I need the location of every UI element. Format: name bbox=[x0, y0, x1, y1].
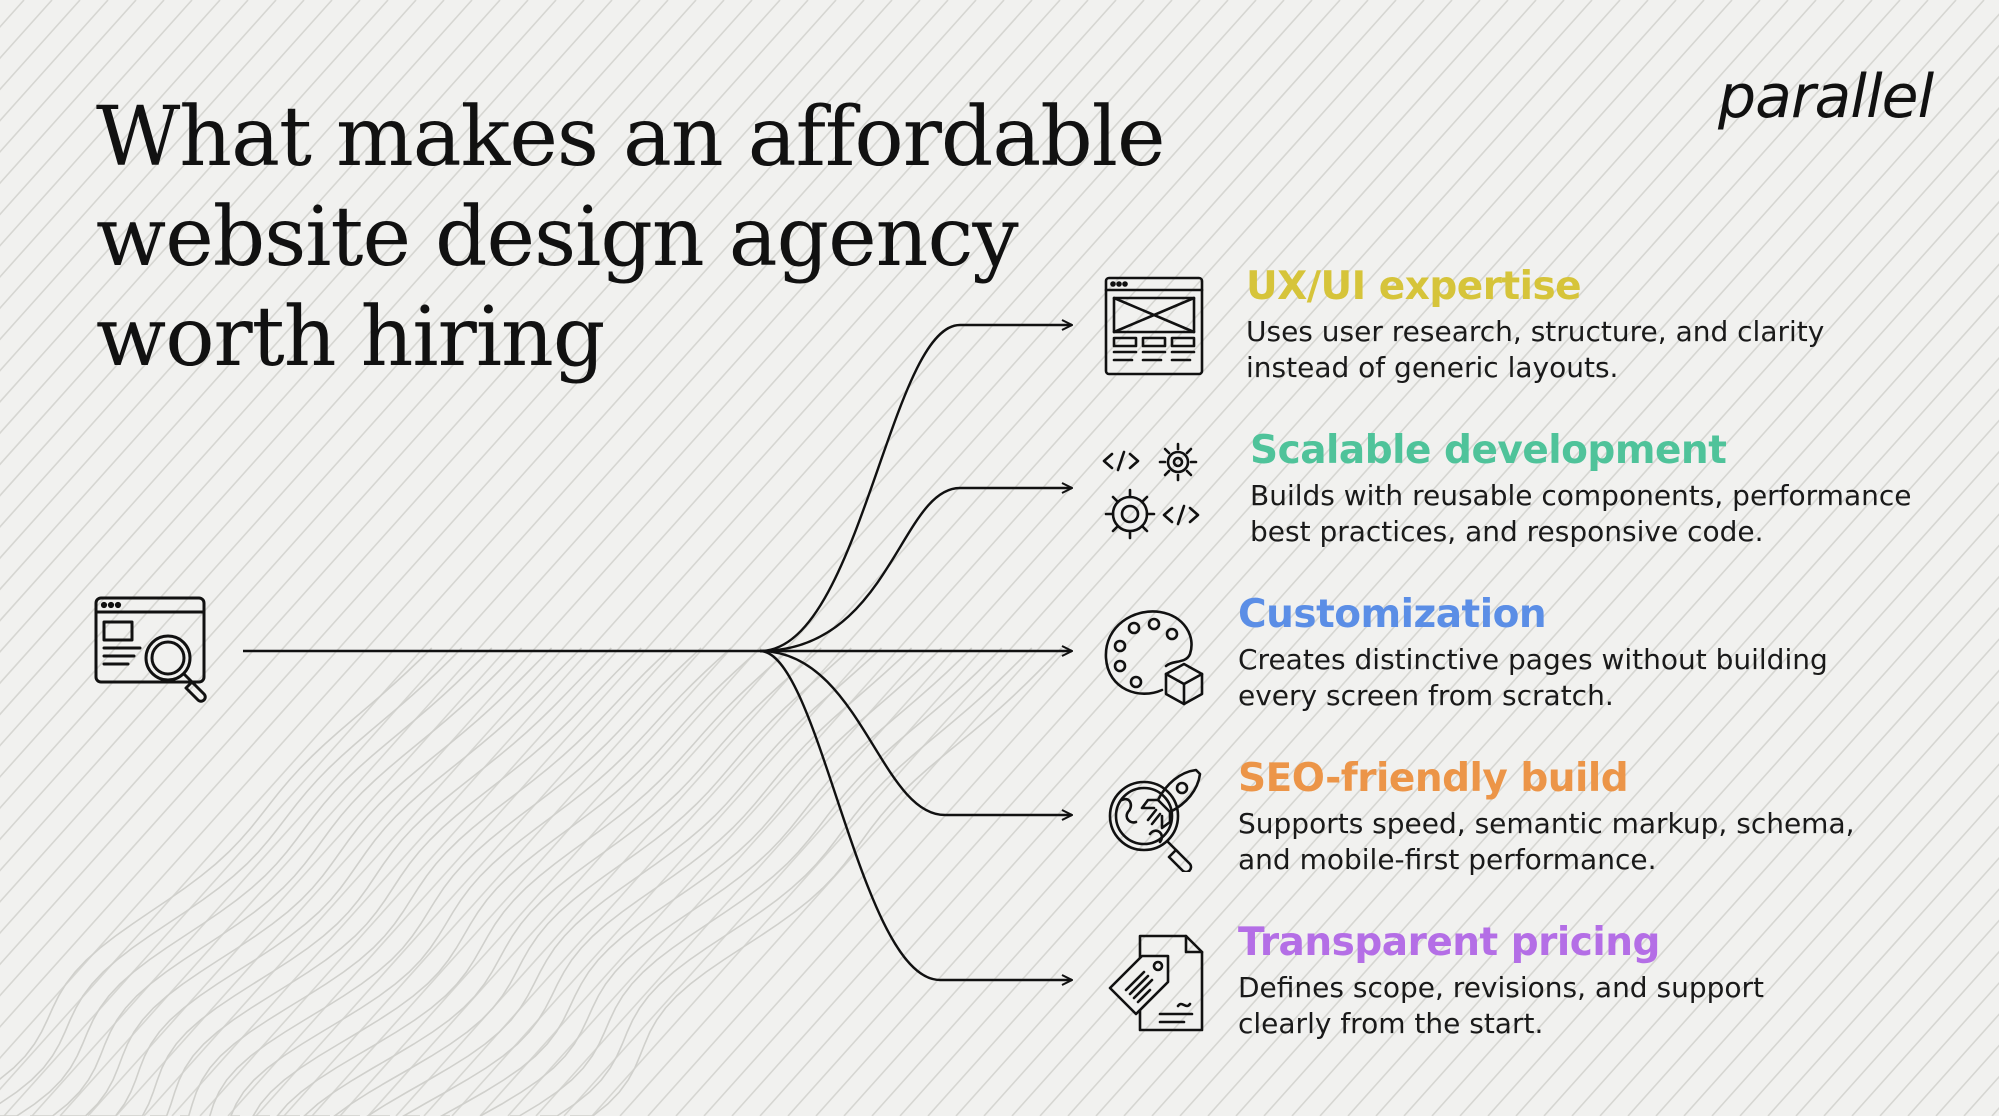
browser-search-icon bbox=[94, 596, 207, 703]
title-line-2: website design agency bbox=[96, 190, 1019, 285]
connector-arrow-2 bbox=[759, 488, 1072, 653]
price-tag-document-icon bbox=[1108, 934, 1204, 1032]
code-gears-icon bbox=[1102, 442, 1200, 540]
palette-cube-icon bbox=[1104, 610, 1204, 706]
item-title: SEO-friendly build bbox=[1238, 756, 1629, 801]
item-seo-friendly-build: SEO-friendly build Supports speed, seman… bbox=[1238, 756, 1958, 878]
item-scalable-development: Scalable development Builds with reusabl… bbox=[1250, 428, 1970, 550]
title-line-1: What makes an affordable bbox=[96, 90, 1166, 185]
title-line-3: worth hiring bbox=[96, 290, 605, 385]
connector-arrow-4 bbox=[759, 649, 1072, 815]
item-transparent-pricing: Transparent pricing Defines scope, revis… bbox=[1238, 920, 1958, 1042]
connector-arrow-1 bbox=[759, 325, 1072, 653]
item-title: Customization bbox=[1238, 592, 1547, 637]
item-ux-ui: UX/UI expertise Uses user research, stru… bbox=[1246, 264, 1966, 386]
globe-rocket-search-icon bbox=[1108, 768, 1202, 872]
connector-arrow-5 bbox=[759, 649, 1072, 980]
item-description: Uses user research, structure, and clari… bbox=[1246, 315, 1825, 384]
wireframe-layout-icon bbox=[1104, 276, 1204, 376]
item-title: Scalable development bbox=[1250, 428, 1727, 473]
brand-logo: parallel bbox=[1718, 62, 1934, 132]
item-description: Builds with reusable components, perform… bbox=[1250, 479, 1912, 548]
item-title: Transparent pricing bbox=[1238, 920, 1660, 965]
item-customization: Customization Creates distinctive pages … bbox=[1238, 592, 1958, 714]
page-title: What makes an affordable website design … bbox=[96, 88, 1196, 388]
item-description: Creates distinctive pages without buildi… bbox=[1238, 643, 1828, 712]
item-description: Supports speed, semantic markup, schema,… bbox=[1238, 807, 1855, 876]
item-title: UX/UI expertise bbox=[1246, 264, 1582, 309]
item-description: Defines scope, revisions, and support cl… bbox=[1238, 971, 1764, 1040]
